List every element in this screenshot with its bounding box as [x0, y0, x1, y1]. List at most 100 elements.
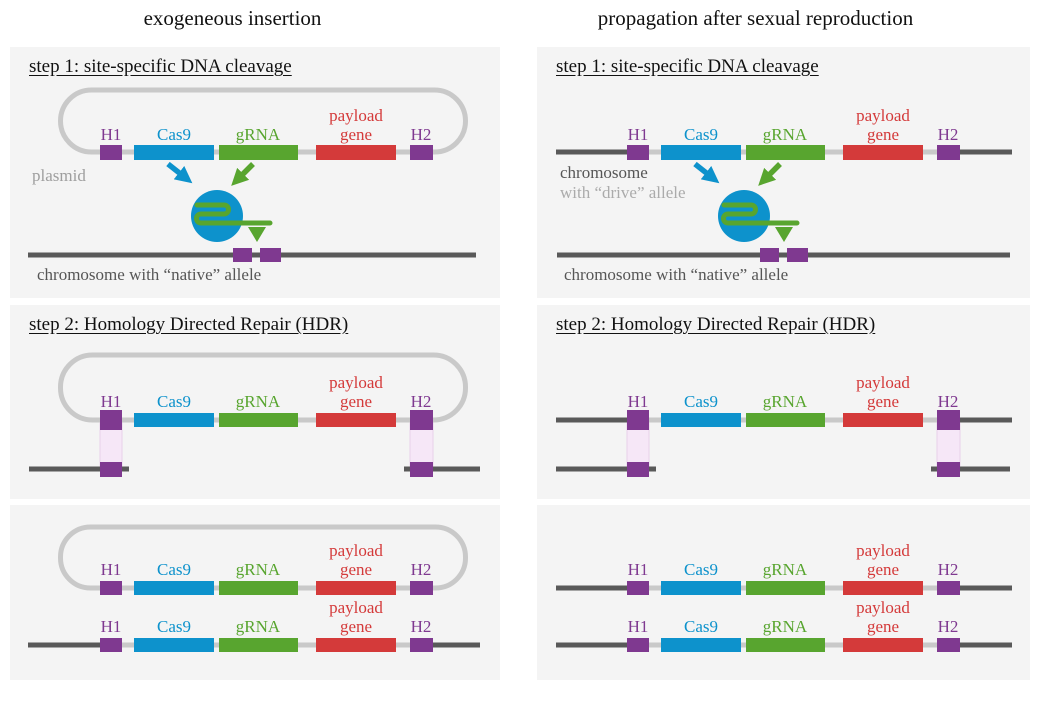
- left-column-title: exogeneous insertion: [143, 6, 322, 30]
- payload-label-2-line1: payload: [329, 598, 383, 617]
- step2-title: step 2: Homology Directed Repair (HDR): [556, 314, 876, 335]
- cas9-box: [134, 145, 214, 160]
- h1-label-2: H1: [101, 617, 122, 636]
- payload-label-line1: payload: [856, 106, 910, 125]
- cas9-label: Cas9: [684, 125, 718, 144]
- h2-label-2: H2: [938, 617, 959, 636]
- cas9-box-2: [134, 638, 214, 652]
- panel-propagation-step1: step 1: site-specific DNA cleavage H1 Ca…: [537, 47, 1030, 298]
- exogeneous-step1-diagram: H1 Cas9 gRNA payload gene H2 plasmid chr…: [28, 87, 476, 284]
- h2-label: H2: [938, 125, 959, 144]
- target-site-box-left: [760, 248, 779, 262]
- cas9-box: [661, 581, 741, 595]
- payload-label-line1: payload: [856, 373, 910, 392]
- h1-label: H1: [101, 125, 122, 144]
- h1-box: [100, 581, 122, 595]
- h1-box-2: [100, 638, 122, 652]
- h2-label: H2: [938, 392, 959, 411]
- payload-box-2: [843, 638, 923, 652]
- grna-box: [219, 413, 298, 427]
- grna-label-2: gRNA: [763, 617, 808, 636]
- h2-label-2: H2: [411, 617, 432, 636]
- grna-box: [746, 581, 825, 595]
- drive-allele-caption: with “drive” allele: [560, 183, 686, 202]
- payload-label-line2: gene: [340, 392, 372, 411]
- panel-exogeneous-result: H1 Cas9 gRNA payload gene H2 H1 Cas9 gRN…: [10, 505, 500, 680]
- grna-label: gRNA: [763, 125, 808, 144]
- grna-label: gRNA: [763, 392, 808, 411]
- payload-box: [843, 413, 923, 427]
- grna-label-2: gRNA: [236, 617, 281, 636]
- grna-label: gRNA: [236, 560, 281, 579]
- grna-arrow-icon: [758, 162, 782, 186]
- step1-title: step 1: site-specific DNA cleavage: [556, 56, 819, 77]
- h2-label: H2: [411, 392, 432, 411]
- h2-box-2: [410, 638, 433, 652]
- cut-site-triangle-icon: [775, 227, 793, 242]
- grna-box-2: [746, 638, 825, 652]
- payload-box: [843, 581, 923, 595]
- cas9-box: [134, 413, 214, 427]
- fragment-h2-box: [937, 462, 960, 477]
- payload-box: [316, 581, 396, 595]
- payload-box-2: [316, 638, 396, 652]
- propagation-step1-diagram: H1 Cas9 gRNA payload gene H2 chromosome …: [556, 106, 1012, 284]
- native-allele-caption: chromosome with “native” allele: [564, 265, 788, 284]
- payload-label-line1: payload: [329, 373, 383, 392]
- payload-box: [316, 145, 396, 160]
- native-allele-caption: chromosome with “native” allele: [37, 265, 261, 284]
- cas9-grna-complex-icon: [191, 190, 273, 242]
- cas9-label-2: Cas9: [684, 617, 718, 636]
- right-column-title: propagation after sexual reproduction: [597, 6, 914, 30]
- panel-propagation-step2: step 2: Homology Directed Repair (HDR) H…: [537, 305, 1030, 499]
- cas9-arrow-icon: [166, 161, 193, 184]
- cas9-label: Cas9: [684, 560, 718, 579]
- exogeneous-step2-diagram: H1 Cas9 gRNA payload gene H2: [29, 352, 480, 477]
- payload-label-line1: payload: [856, 541, 910, 560]
- grna-box: [746, 413, 825, 427]
- payload-label-2-line2: gene: [340, 617, 372, 636]
- h1-label: H1: [628, 125, 649, 144]
- plasmid-caption: plasmid: [32, 166, 86, 185]
- h2-label: H2: [411, 125, 432, 144]
- payload-label-line2: gene: [340, 125, 372, 144]
- grna-squiggle: [194, 202, 273, 226]
- cas9-label: Cas9: [157, 392, 191, 411]
- propagation-result-diagram: H1 Cas9 gRNA payload gene H2 H1 Cas9 gRN…: [556, 541, 1012, 652]
- cut-site-triangle-icon: [248, 227, 266, 242]
- step1-title: step 1: site-specific DNA cleavage: [29, 56, 292, 77]
- h1-box: [627, 145, 649, 160]
- payload-box: [843, 145, 923, 160]
- panel-exogeneous-step2: step 2: Homology Directed Repair (HDR) H…: [10, 305, 500, 499]
- h1-label: H1: [101, 560, 122, 579]
- cas9-label-2: Cas9: [157, 617, 191, 636]
- grna-squiggle: [721, 202, 800, 226]
- cas9-label: Cas9: [157, 560, 191, 579]
- target-site-box-right: [260, 248, 281, 262]
- payload-box: [316, 413, 396, 427]
- fragment-h1-box: [100, 462, 122, 477]
- h2-label: H2: [411, 560, 432, 579]
- h2-label: H2: [938, 560, 959, 579]
- chromosome-caption: chromosome: [560, 163, 648, 182]
- grna-box: [219, 581, 298, 595]
- target-site-box-right: [787, 248, 808, 262]
- payload-label-line2: gene: [340, 560, 372, 579]
- h1-box-2: [627, 638, 649, 652]
- fragment-h2-box: [410, 462, 433, 477]
- cas9-box: [661, 145, 741, 160]
- h2-box-2: [937, 638, 960, 652]
- step2-title: step 2: Homology Directed Repair (HDR): [29, 314, 349, 335]
- h1-box: [627, 581, 649, 595]
- cas9-box-2: [661, 638, 741, 652]
- h1-label: H1: [628, 392, 649, 411]
- target-site-box-left: [233, 248, 252, 262]
- payload-label-line2: gene: [867, 560, 899, 579]
- grna-arrow-icon: [231, 162, 255, 186]
- fragment-h1-box: [627, 462, 649, 477]
- panel-exogeneous-step1: step 1: site-specific DNA cleavage H1 Ca…: [10, 47, 500, 298]
- h1-box: [627, 410, 649, 430]
- h1-box: [100, 145, 122, 160]
- payload-label-line1: payload: [329, 541, 383, 560]
